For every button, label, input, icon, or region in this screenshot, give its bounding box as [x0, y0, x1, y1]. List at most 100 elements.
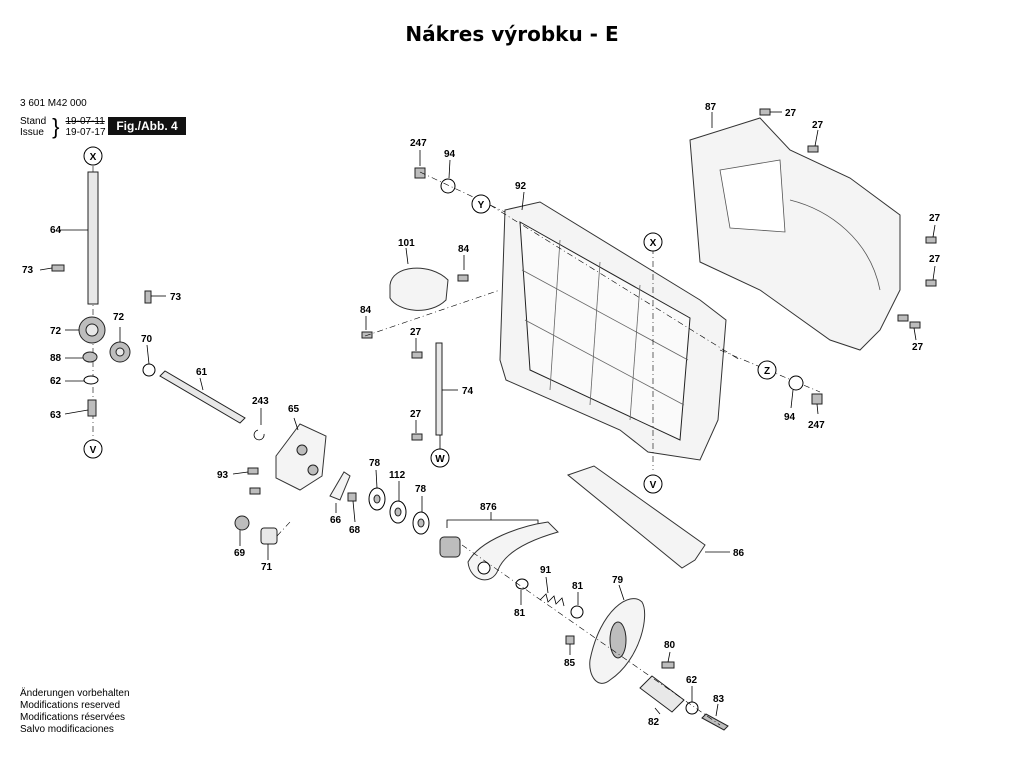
guard-assembly — [689, 108, 937, 415]
note-es: Salvo modificaciones — [20, 724, 114, 735]
screw-part — [811, 393, 823, 405]
screw-part — [925, 236, 937, 244]
figure-tag: Fig./Abb. 4 — [108, 117, 186, 135]
part-label: 73 — [22, 265, 34, 276]
main-plate-assembly — [489, 191, 741, 569]
screw-part — [361, 331, 373, 339]
screw-part — [411, 433, 423, 441]
part-label: 68 — [349, 525, 361, 536]
screw-part — [87, 399, 97, 417]
note-fr: Modifications réservées — [20, 712, 126, 723]
screw-part — [457, 274, 469, 282]
part-label: 62 — [50, 376, 62, 387]
part-label: 72 — [50, 326, 62, 337]
issue-date: 19-07-17 — [65, 127, 106, 138]
sleeve-part — [260, 527, 278, 545]
part-label: 27 — [785, 108, 797, 119]
note-en: Modifications reserved — [20, 700, 121, 711]
screw-part — [759, 108, 771, 116]
ref-marker-x-right — [643, 232, 663, 252]
screw-part — [807, 145, 819, 153]
page-title: Nákres výrobku - E — [405, 22, 619, 46]
part-label: 243 — [252, 396, 269, 407]
shaft-assembly — [39, 166, 265, 441]
guard-part — [689, 117, 901, 351]
bracket-assembly — [232, 417, 430, 560]
part-label: 72 — [113, 312, 125, 323]
clip-part — [253, 429, 265, 441]
part-label: 66 — [330, 515, 342, 526]
part-label: 112 — [389, 470, 406, 481]
part-label: 63 — [50, 410, 62, 421]
part-label: 69 — [234, 548, 246, 559]
stand-label: Stand — [20, 116, 47, 127]
cylinder-part — [389, 267, 449, 311]
part-label: 73 — [170, 292, 182, 303]
part-label: 85 — [564, 658, 576, 669]
part-label: 94 — [444, 149, 456, 160]
brace-icon: } — [52, 114, 60, 139]
ref-marker-v-left — [83, 439, 103, 459]
screw-part — [925, 279, 937, 287]
part-label: 84 — [458, 244, 470, 255]
part-label: 91 — [540, 565, 552, 576]
cylinder-assembly — [361, 247, 501, 450]
ref-marker-x-left — [83, 146, 103, 166]
handle-part — [639, 675, 685, 713]
cover-part — [566, 465, 706, 569]
screw-part — [661, 661, 675, 669]
part-label: 92 — [515, 181, 527, 192]
nut-part — [565, 635, 575, 645]
screw-part — [701, 713, 729, 731]
modification-notes: Änderungen vorbehalten Modifications res… — [20, 688, 130, 736]
part-label: 27 — [812, 120, 824, 131]
part-label: 93 — [217, 470, 229, 481]
screw-part — [909, 321, 921, 329]
washer-part — [788, 375, 804, 391]
part-label: 88 — [50, 353, 62, 364]
fastener-top — [414, 150, 506, 213]
bushing-part — [439, 536, 461, 558]
ref-v-right: V — [650, 480, 657, 491]
part-label: 83 — [713, 694, 725, 705]
washer-part — [83, 375, 99, 385]
part-label: 70 — [141, 334, 153, 345]
part-label: 27 — [929, 254, 941, 265]
ref-w: W — [435, 454, 445, 465]
part-labels: 64 73 73 72 72 70 88 62 63 61 243 65 93 … — [22, 102, 941, 728]
revision-block: Stand Issue } 19-07-11 19-07-17 — [20, 114, 106, 139]
part-label: 61 — [196, 367, 208, 378]
screw-part — [51, 264, 65, 272]
part-label: 74 — [462, 386, 474, 397]
ref-marker-y — [471, 194, 491, 214]
bracket-part — [275, 423, 327, 491]
part-label: 87 — [705, 102, 717, 113]
part-label: 247 — [410, 138, 427, 149]
screw-part — [411, 351, 423, 359]
shaft-part — [87, 171, 99, 305]
washer-part — [82, 351, 98, 363]
ref-marker-v-right — [643, 474, 663, 494]
part-label: 79 — [612, 575, 624, 586]
washer-part — [440, 178, 456, 194]
part-label: 247 — [808, 420, 825, 431]
ref-marker-z — [757, 360, 777, 380]
part-label: 64 — [50, 225, 62, 236]
part-label: 101 — [398, 238, 415, 249]
part-label: 80 — [664, 640, 676, 651]
part-label: 65 — [288, 404, 300, 415]
ref-marker-w — [430, 448, 450, 468]
part-label: 86 — [733, 548, 745, 559]
issue-label: Issue — [20, 127, 44, 138]
shaft-part — [159, 370, 246, 424]
screw-part — [414, 167, 426, 179]
ref-x-right: X — [650, 238, 657, 249]
part-label: 82 — [648, 717, 660, 728]
part-label: 78 — [369, 458, 381, 469]
part-label: 27 — [912, 342, 924, 353]
ref-v-left: V — [90, 445, 97, 456]
note-de: Änderungen vorbehalten — [20, 688, 130, 699]
reference-markers: X V Y W Z X V — [83, 146, 777, 494]
part-label: 94 — [784, 412, 796, 423]
